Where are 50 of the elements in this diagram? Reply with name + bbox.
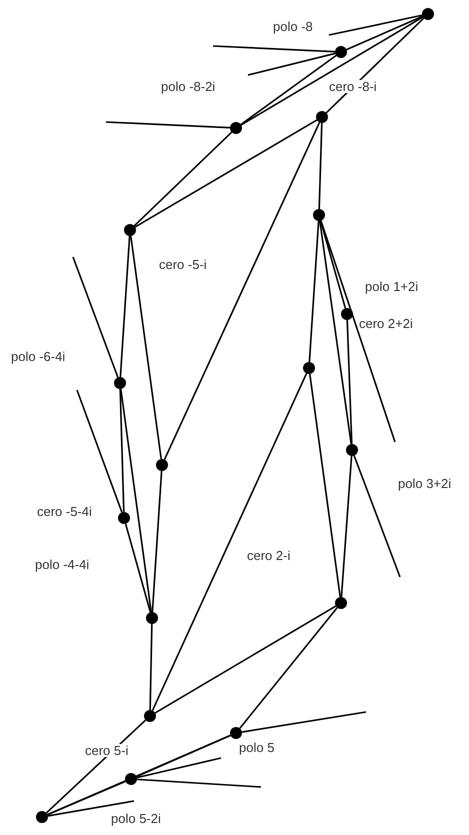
root-label: cero -5-i bbox=[158, 258, 208, 271]
locus-line bbox=[136, 734, 231, 778]
locus-branch-line bbox=[76, 390, 123, 513]
locus-line bbox=[120, 388, 152, 612]
locus-branch-line bbox=[136, 778, 262, 788]
locus-branch-line bbox=[48, 800, 134, 817]
locus-branch-line bbox=[248, 52, 336, 76]
locus-line bbox=[152, 470, 162, 612]
root-label: polo 5-2i bbox=[110, 812, 162, 825]
locus-branch-line bbox=[212, 45, 336, 53]
root-label: polo -4-4i bbox=[34, 558, 90, 571]
root-label: polo -8 bbox=[272, 20, 314, 33]
locus-branch-line bbox=[353, 455, 401, 578]
locus-line bbox=[340, 456, 352, 598]
locus-line bbox=[47, 780, 126, 816]
locus-branch-line bbox=[242, 711, 366, 733]
locus-line bbox=[149, 624, 153, 710]
root-label: cero 2+2i bbox=[358, 317, 414, 330]
root-label: polo 3+2i bbox=[397, 477, 452, 490]
locus-line bbox=[240, 54, 337, 126]
locus-line bbox=[318, 122, 323, 210]
locus-line bbox=[134, 119, 318, 228]
locus-line bbox=[240, 16, 424, 126]
root-label: polo -6-4i bbox=[10, 350, 66, 363]
locus-line bbox=[154, 605, 336, 714]
locus-line bbox=[309, 374, 341, 598]
root-label: polo -8-2i bbox=[160, 80, 216, 93]
locus-branch-line bbox=[72, 256, 119, 378]
locus-branch-line bbox=[328, 14, 422, 36]
root-label: polo 5 bbox=[238, 741, 276, 754]
root-label: cero 5-i bbox=[84, 744, 130, 757]
locus-branch-line bbox=[320, 220, 396, 442]
locus-branch-line bbox=[106, 121, 230, 129]
locus-line bbox=[319, 220, 352, 444]
locus-line bbox=[346, 16, 423, 50]
locus-line bbox=[152, 373, 308, 711]
root-label: cero -5-4i bbox=[36, 505, 93, 518]
locus-line bbox=[119, 388, 125, 512]
locus-line bbox=[134, 132, 232, 226]
locus-line bbox=[130, 236, 162, 460]
locus-line bbox=[346, 320, 353, 444]
locus-line bbox=[308, 220, 320, 362]
locus-line bbox=[239, 607, 338, 729]
locus-branch-line bbox=[136, 757, 222, 778]
locus-line bbox=[124, 524, 152, 612]
root-label: polo 1+2i bbox=[364, 280, 420, 293]
root-label: cero 2-i bbox=[246, 549, 292, 562]
locus-line bbox=[120, 236, 130, 378]
root-label: cero -8-i bbox=[328, 80, 378, 93]
locus-line bbox=[164, 122, 320, 460]
